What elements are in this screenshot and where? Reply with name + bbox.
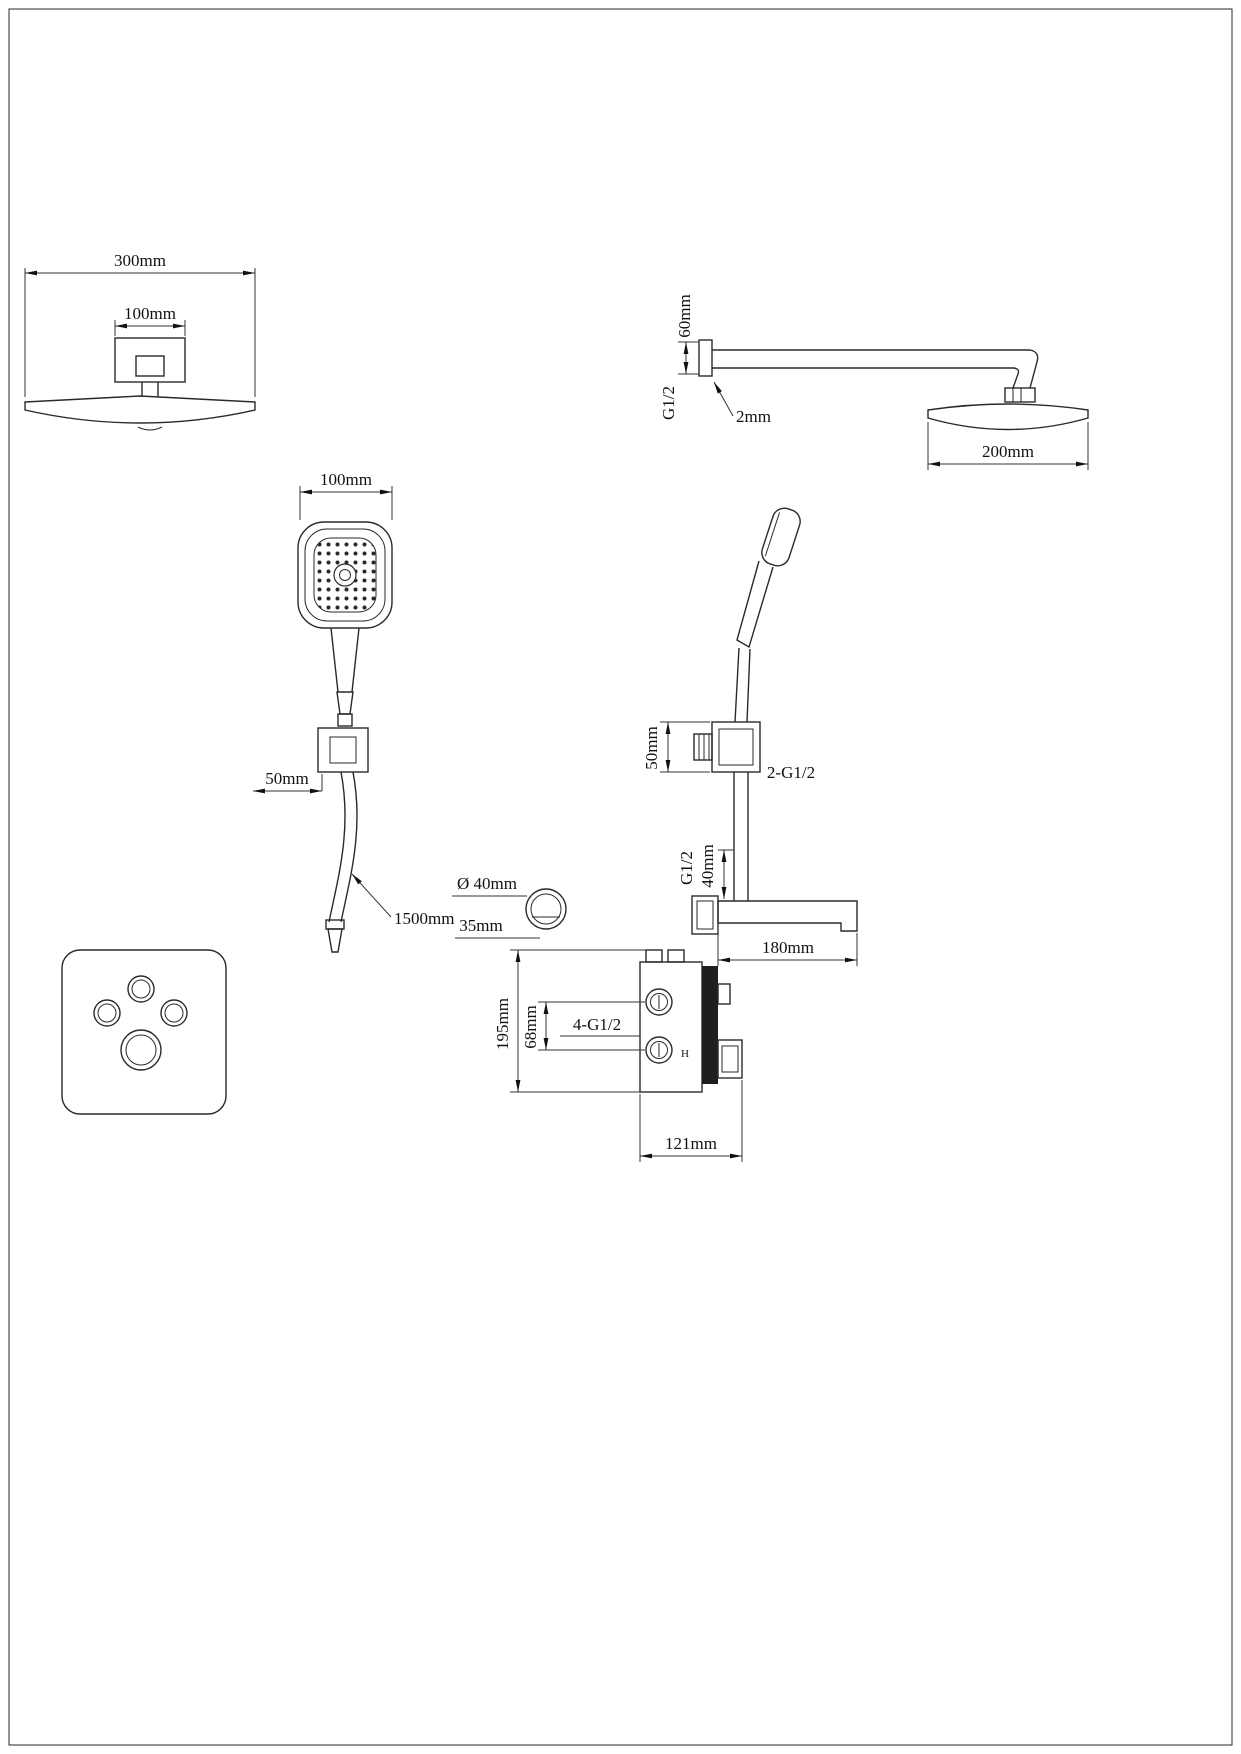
outlet-detail: Ø 40mm 35mm bbox=[452, 874, 567, 939]
handshower-head-outline bbox=[297, 521, 393, 629]
hot-mark-label: H bbox=[681, 1048, 689, 1060]
dim-label-300mm: 300mm bbox=[114, 251, 166, 270]
shower-arm-bottom bbox=[712, 367, 1020, 389]
escutcheon-inner bbox=[530, 893, 562, 925]
wall-bracket bbox=[317, 727, 369, 773]
hose-end-cone bbox=[327, 928, 343, 953]
valve-top-stub bbox=[667, 949, 685, 963]
dim-label-195mm: 195mm bbox=[493, 998, 512, 1050]
handle-end-fitting bbox=[336, 691, 354, 715]
dim-label-1500mm: 1500mm bbox=[394, 909, 454, 928]
thread-label-4g12: 4-G1/2 bbox=[573, 1015, 621, 1034]
overhead-shower-front-view: 300mm 100mm bbox=[24, 251, 256, 431]
head-face-line bbox=[764, 512, 781, 557]
dim-label-100mm: 100mm bbox=[124, 304, 176, 323]
holder-knob bbox=[693, 733, 713, 761]
valve-side-port bbox=[717, 983, 731, 1005]
button-inner bbox=[97, 1003, 117, 1023]
hose-line bbox=[340, 771, 358, 923]
spout-flange-inner bbox=[696, 900, 714, 930]
ceiling-mount-outline bbox=[114, 337, 186, 383]
mixer-valve: H 195mm 68mm 4-G1/2 121mm bbox=[493, 949, 743, 1162]
wall-flange bbox=[698, 339, 713, 377]
dim-label-40mm: 40mm bbox=[698, 844, 717, 887]
dim-label-121mm: 121mm bbox=[665, 1134, 717, 1153]
handshower-front-view: 100mm 50mm 1500mm bbox=[253, 470, 454, 953]
shower-head-side-profile bbox=[927, 403, 1089, 431]
plate-outline bbox=[61, 949, 227, 1115]
tub-spout bbox=[717, 900, 858, 932]
spray-center-dot bbox=[339, 569, 351, 581]
drawing-border bbox=[8, 8, 1233, 1746]
holder-bracket-inner bbox=[718, 728, 754, 766]
button-ring bbox=[160, 999, 188, 1027]
valve-body bbox=[639, 961, 703, 1093]
thread-label-g12: G1/2 bbox=[677, 851, 696, 885]
shower-head-profile bbox=[24, 395, 256, 424]
leader-line-1500 bbox=[351, 873, 392, 918]
handle-lower bbox=[734, 647, 740, 723]
hose-nut bbox=[337, 713, 353, 727]
head-center-nub bbox=[137, 426, 163, 431]
dim-label-180mm: 180mm bbox=[762, 938, 814, 957]
dim-label-dia40mm: Ø 40mm bbox=[457, 874, 517, 893]
knob-inner bbox=[125, 1034, 157, 1066]
valve-top-stub bbox=[645, 949, 663, 963]
inlet-port bbox=[645, 1036, 673, 1064]
handle-edge bbox=[330, 627, 339, 693]
arm-connector-nut bbox=[1004, 387, 1036, 403]
handle-edge bbox=[351, 627, 360, 693]
button-inner bbox=[164, 1003, 184, 1023]
head-side-outline bbox=[761, 507, 801, 567]
valve-handle-hub bbox=[717, 1039, 743, 1079]
thread-label-g12: G1/2 bbox=[659, 386, 678, 420]
leader-line-2mm bbox=[713, 381, 734, 417]
button-inner bbox=[131, 979, 151, 999]
inlet-port bbox=[645, 988, 673, 1016]
valve-handle-hub-inner bbox=[721, 1045, 739, 1073]
button-ring bbox=[93, 999, 121, 1027]
inlet-port-inner bbox=[650, 993, 668, 1011]
dim-label-200mm: 200mm bbox=[982, 442, 1034, 461]
ceiling-mount-inner bbox=[135, 355, 165, 377]
inlet-port-inner bbox=[650, 1041, 668, 1059]
dim-label-100mm: 100mm bbox=[320, 470, 372, 489]
wall-bracket-inner bbox=[329, 736, 357, 764]
dim-label-35mm: 35mm bbox=[459, 916, 502, 935]
thread-label-2g12: 2-G1/2 bbox=[767, 763, 815, 782]
dim-label-2mm: 2mm bbox=[736, 407, 771, 426]
handshower-side-view: 50mm 2-G1/2 G1/2 40mm 180mm bbox=[642, 507, 858, 966]
dim-label-60mm: 60mm bbox=[675, 294, 694, 337]
shower-arm-top bbox=[712, 349, 1039, 389]
valve-cartridge-band bbox=[702, 966, 718, 1084]
escutcheon-outer bbox=[525, 888, 567, 930]
knob-ring bbox=[120, 1029, 162, 1071]
handshower-head-side bbox=[761, 507, 801, 567]
hose-line bbox=[328, 771, 346, 923]
spout-wall-flange bbox=[691, 895, 719, 935]
dim-label-50mm: 50mm bbox=[265, 769, 308, 788]
overhead-shower-side-view: 60mm G1/2 2mm 200mm bbox=[659, 294, 1089, 470]
handshower-head-inner bbox=[304, 528, 386, 622]
dim-label-68mm: 68mm bbox=[521, 1005, 540, 1048]
spray-center-ring bbox=[333, 563, 357, 587]
spray-face-outline bbox=[313, 537, 377, 613]
button-ring bbox=[127, 975, 155, 1003]
control-plate bbox=[61, 949, 227, 1115]
dim-label-50mm: 50mm bbox=[642, 726, 661, 769]
handle-side bbox=[736, 560, 774, 649]
handle-lower bbox=[746, 648, 751, 723]
